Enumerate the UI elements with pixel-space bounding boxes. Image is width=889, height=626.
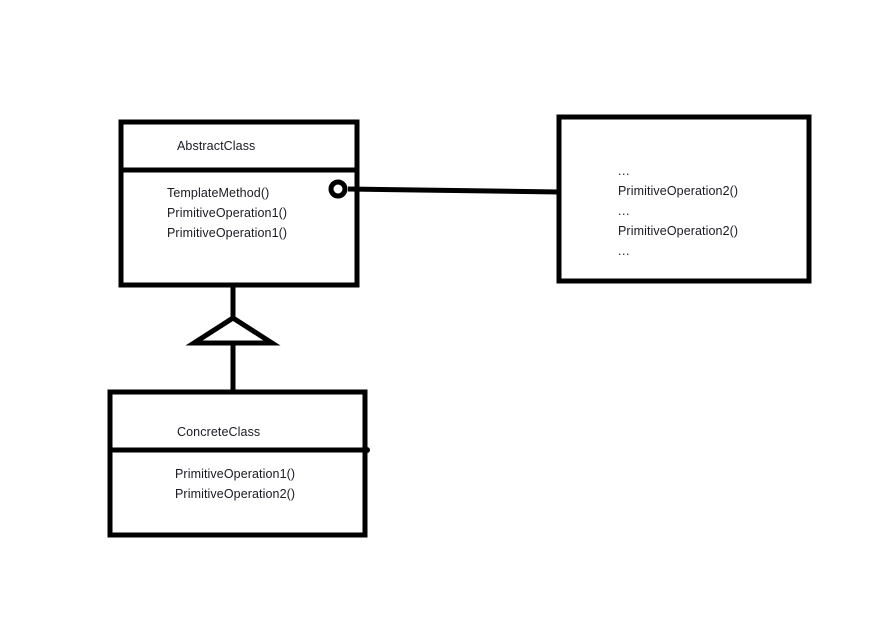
note-anchor-circle[interactable] [328, 179, 348, 199]
generalization-arrow [185, 315, 281, 346]
abstract-class-member-1: PrimitiveOperation1() [167, 206, 288, 220]
abstract-class-box[interactable] [118, 119, 360, 288]
concrete-class-box[interactable] [107, 389, 368, 538]
note-line-3: PrimitiveOperation2() [618, 224, 739, 238]
abstract-class-member-0: TemplateMethod() [167, 186, 270, 200]
note-line-2: ... [618, 204, 630, 218]
note-link-line [347, 186, 560, 195]
concrete-class-title: ConcreteClass [177, 425, 261, 439]
note-line-0: ... [618, 164, 630, 178]
note-line-4: ... [618, 244, 630, 258]
concrete-class-member-0: PrimitiveOperation1() [175, 467, 296, 481]
note-line-1: PrimitiveOperation2() [618, 184, 739, 198]
concrete-class-member-1: PrimitiveOperation2() [175, 487, 296, 501]
note-box[interactable] [556, 114, 812, 284]
abstract-class-title: AbstractClass [177, 139, 256, 153]
abstract-class-member-2: PrimitiveOperation1() [167, 226, 288, 240]
concrete-class-edge-dot [364, 447, 370, 453]
